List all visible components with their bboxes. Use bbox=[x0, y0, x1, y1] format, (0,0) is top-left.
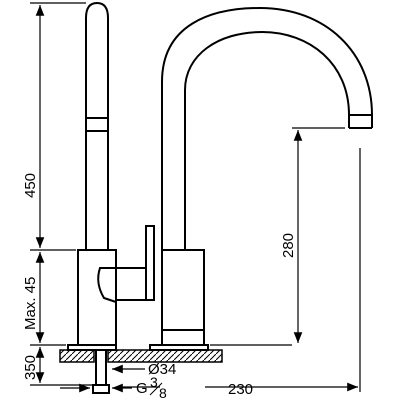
spout bbox=[161, 6, 374, 250]
dim-diameter-label: Ø34 bbox=[148, 361, 176, 378]
dim-thread-numerator: 3 bbox=[150, 374, 158, 390]
dim-350-label: 350 bbox=[22, 355, 39, 380]
lever-handle bbox=[85, 1, 109, 250]
dimension-lines bbox=[30, 2, 361, 393]
valve-knob bbox=[115, 267, 147, 301]
fraction-bar bbox=[149, 382, 163, 396]
left-body bbox=[77, 249, 117, 346]
valve-housing bbox=[97, 267, 117, 303]
countertop bbox=[59, 349, 223, 363]
dim-thread-prefix: G bbox=[136, 380, 148, 397]
faucet-outline bbox=[67, 1, 374, 394]
dim-max45-label: Max. 45 bbox=[22, 277, 39, 330]
stem-nut bbox=[92, 384, 110, 394]
valve-stem bbox=[145, 225, 155, 301]
dim-450-label: 450 bbox=[22, 173, 39, 198]
dim-280-label: 280 bbox=[280, 233, 297, 258]
dim-thread-denominator: 8 bbox=[159, 385, 167, 400]
dim-230-label: 230 bbox=[228, 381, 253, 398]
